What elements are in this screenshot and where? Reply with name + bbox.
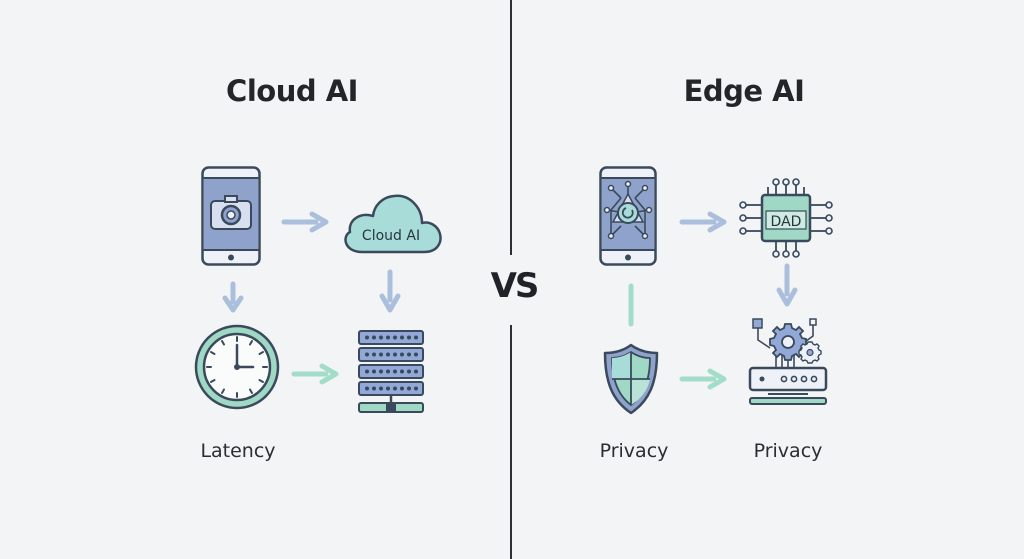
chip-icon (738, 175, 834, 261)
arrow-right-icon (281, 211, 330, 233)
arrow-down-icon (222, 281, 244, 314)
server-rack-icon (356, 329, 426, 415)
latency-label: Latency (200, 440, 276, 462)
privacy-label-right: Privacy (753, 440, 823, 462)
phone-neural-network-icon (599, 166, 657, 266)
arrow-right-icon (679, 368, 728, 390)
edge-ai-title: Edge AI (683, 74, 805, 108)
arrow-down-icon (776, 263, 798, 308)
clock-icon (193, 323, 281, 411)
cloud-icon (340, 186, 444, 256)
arrow-right-icon (679, 211, 728, 233)
privacy-label-left: Privacy (599, 440, 669, 462)
vs-gap (494, 255, 532, 325)
vs-text: VS (490, 266, 540, 306)
edge-device-gear-icon (746, 316, 830, 406)
cloud-ai-title: Cloud AI (226, 74, 358, 108)
cloud-label: Cloud AI (361, 228, 421, 244)
arrow-right-icon (291, 363, 340, 385)
arrow-down-icon (379, 269, 401, 314)
chip-label: DAD (770, 214, 802, 230)
connector-line (627, 283, 635, 327)
shield-icon (603, 343, 659, 415)
phone-camera-icon (201, 166, 261, 266)
